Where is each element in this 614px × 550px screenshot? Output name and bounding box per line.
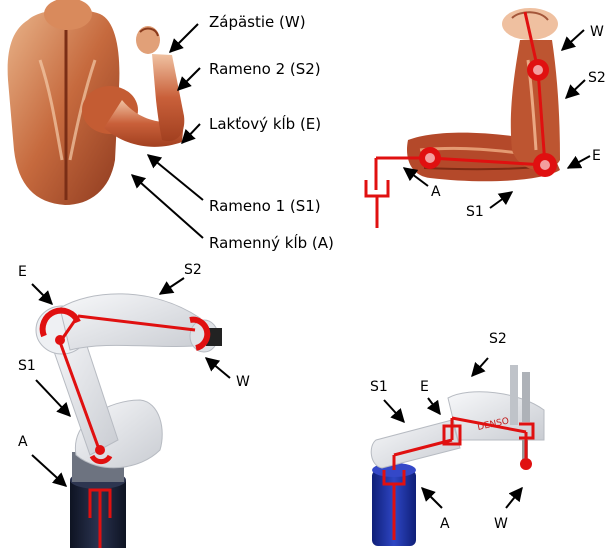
label-a: A — [431, 184, 441, 200]
human-back-illustration — [7, 0, 185, 206]
scara-arrows — [383, 357, 523, 509]
industrial-robot-kinematic-overlay — [39, 307, 211, 548]
arm-schematic-labels: W S2 E A S1 — [431, 24, 606, 220]
robot-joint-a — [89, 454, 113, 465]
label-robot-w: W — [236, 374, 250, 390]
arrow-upper-arm-1 — [146, 154, 204, 201]
link-s1 — [429, 156, 546, 167]
robot-arm-labels: E S2 S1 W A — [18, 262, 250, 450]
human-arm-labels: Zápästie (W) Rameno 2 (S2) Lakťový kĺb (… — [209, 13, 334, 252]
human-arm-arrows — [130, 23, 204, 239]
robot-link-s2 — [77, 314, 196, 332]
label-shoulder: Ramenný kĺb (A) — [209, 233, 334, 252]
label-upper-arm-1: Rameno 1 (S1) — [209, 197, 321, 215]
arrow-w — [560, 29, 585, 51]
label-wrist: Zápästie (W) — [209, 13, 306, 31]
arrow-upper-arm-2 — [177, 67, 201, 91]
scara-joint-e — [442, 424, 462, 446]
arrow-a — [402, 167, 429, 187]
industrial-robot-illustration — [35, 293, 222, 548]
arrow-scara-e — [426, 397, 441, 416]
arrow-s1 — [489, 191, 514, 209]
robot-link-s1 — [58, 341, 102, 453]
link-s2 — [536, 69, 547, 166]
label-elbow: Lakťový kĺb (E) — [209, 114, 321, 133]
label-scara-a: A — [440, 516, 450, 532]
arrow-robot-a — [31, 454, 68, 487]
label-scara-s2: S2 — [489, 331, 507, 347]
robot-base-link — [88, 488, 112, 548]
label-robot-s2: S2 — [184, 262, 202, 278]
label-e: E — [592, 148, 601, 164]
arrow-robot-s1 — [35, 379, 71, 418]
scara-link-s2 — [451, 416, 527, 434]
arrow-robot-s2 — [158, 277, 185, 295]
arm-schematic-arrows — [402, 29, 591, 209]
label-robot-s1: S1 — [18, 358, 36, 374]
arrow-e — [566, 155, 591, 169]
arrow-shoulder — [130, 174, 204, 239]
label-scara-w: W — [494, 516, 508, 532]
arrow-robot-e — [31, 283, 53, 305]
label-s1: S1 — [466, 204, 484, 220]
label-upper-arm-2: Rameno 2 (S2) — [209, 60, 321, 78]
label-scara-e: E — [420, 379, 429, 395]
arrow-s2 — [564, 79, 586, 99]
scara-kinematic-overlay — [382, 416, 535, 540]
arrow-wrist — [169, 23, 199, 53]
robot-joint-w — [189, 316, 211, 351]
scara-joint-w — [520, 458, 532, 470]
arrow-scara-s2 — [471, 357, 489, 378]
robot-arm-arrows — [31, 277, 231, 487]
muscle-arm-kinematic-overlay — [364, 11, 557, 228]
label-s2: S2 — [588, 70, 606, 86]
arrow-scara-s1 — [383, 399, 405, 424]
robot-joint-e — [39, 307, 81, 338]
arrow-elbow — [181, 123, 201, 145]
scara-labels: S2 S1 E A W — [370, 331, 508, 532]
label-robot-e: E — [18, 264, 27, 280]
arrow-scara-w — [505, 486, 523, 509]
arrow-robot-w — [204, 357, 231, 379]
label-w: W — [590, 24, 604, 40]
scara-base-link — [382, 470, 406, 540]
arrow-scara-a — [421, 487, 443, 509]
label-robot-a: A — [18, 434, 28, 450]
scara-link-s1 — [393, 438, 453, 457]
label-scara-s1: S1 — [370, 379, 388, 395]
